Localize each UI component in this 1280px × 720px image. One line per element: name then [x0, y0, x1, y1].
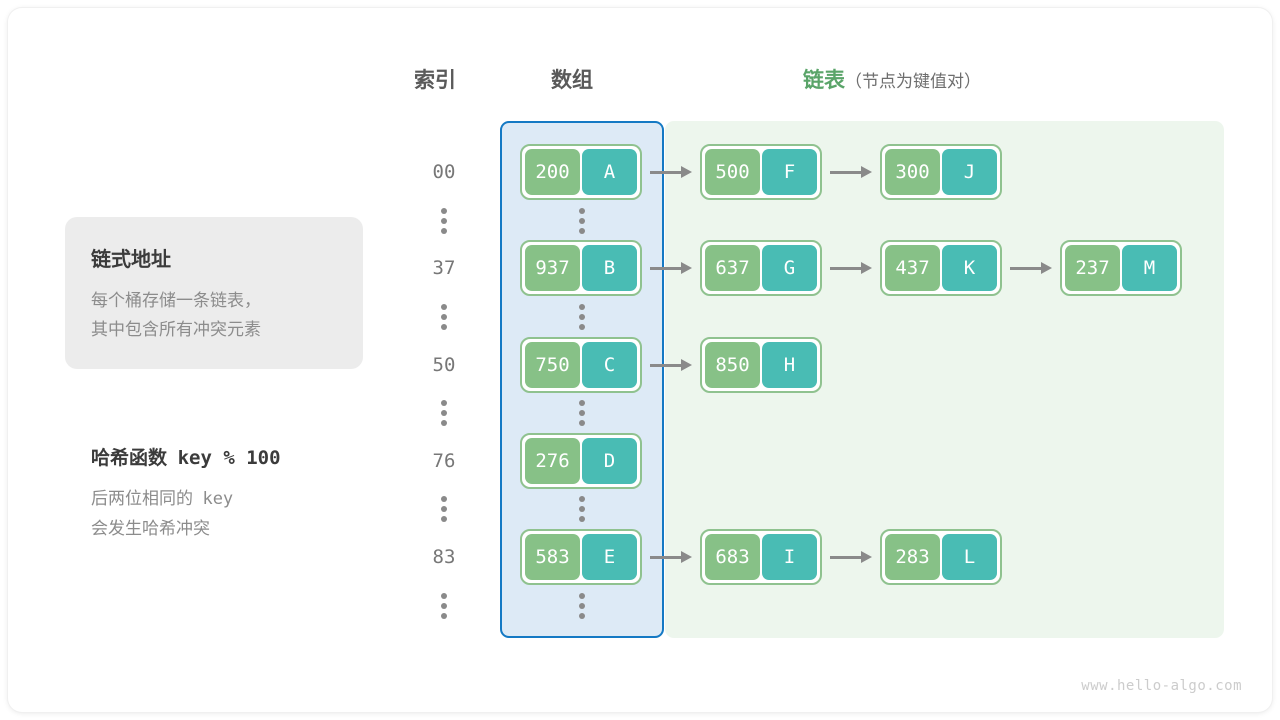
- arrow-shaft: [830, 266, 861, 270]
- node-key: 500: [705, 149, 760, 195]
- node-value: F: [762, 149, 817, 195]
- node-key: 683: [705, 534, 760, 580]
- hash-function-body: 后两位相同的 key 会发生哈希冲突: [91, 484, 421, 543]
- node-value: G: [762, 245, 817, 291]
- node-value: B: [582, 245, 637, 291]
- node-value: H: [762, 342, 817, 388]
- bucket-index-label: 83: [432, 546, 456, 568]
- array-ellipsis-icon: [579, 593, 585, 619]
- node-value: L: [942, 534, 997, 580]
- arrow-head: [1041, 262, 1052, 274]
- node-key: 437: [885, 245, 940, 291]
- node-key: 750: [525, 342, 580, 388]
- index-ellipsis-icon: [441, 496, 447, 522]
- arrow-head: [861, 262, 872, 274]
- index-ellipsis-icon: [441, 208, 447, 234]
- chain-arrow-icon: [650, 166, 692, 178]
- arrow-head: [681, 359, 692, 371]
- watermark: www.hello-algo.com: [1081, 678, 1242, 694]
- node-value: I: [762, 534, 817, 580]
- chain-arrow-icon: [830, 166, 872, 178]
- chain-arrow-icon: [650, 262, 692, 274]
- node-key: 937: [525, 245, 580, 291]
- chaining-note-box: 链式地址 每个桶存储一条链表， 其中包含所有冲突元素: [65, 217, 363, 369]
- node-key: 200: [525, 149, 580, 195]
- column-header-linkedlist-main: 链表: [803, 69, 845, 92]
- bucket-index-label: 37: [432, 257, 456, 279]
- chain-arrow-icon: [650, 551, 692, 563]
- hash-note-line-1-key: key: [202, 489, 234, 509]
- array-ellipsis-icon: [579, 496, 585, 522]
- arrow-shaft: [830, 555, 861, 559]
- array-ellipsis-icon: [579, 400, 585, 426]
- array-ellipsis-icon: [579, 208, 585, 234]
- chain-arrow-icon: [830, 262, 872, 274]
- column-header-array: 数组: [551, 69, 593, 92]
- chaining-note-body: 每个桶存储一条链表， 其中包含所有冲突元素: [91, 286, 363, 344]
- chain-arrow-icon: [1010, 262, 1052, 274]
- index-ellipsis-icon: [441, 304, 447, 330]
- arrow-head: [861, 166, 872, 178]
- hash-note-line-2: 会发生哈希冲突: [91, 519, 210, 538]
- node-value: K: [942, 245, 997, 291]
- node-key: 637: [705, 245, 760, 291]
- arrow-head: [681, 262, 692, 274]
- arrow-head: [861, 551, 872, 563]
- chain-arrow-icon: [830, 551, 872, 563]
- node-key: 276: [525, 438, 580, 484]
- arrow-shaft: [650, 266, 681, 270]
- node-value: J: [942, 149, 997, 195]
- chaining-note-line-2: 其中包含所有冲突元素: [91, 320, 261, 339]
- node-value: C: [582, 342, 637, 388]
- chain-arrow-icon: [650, 359, 692, 371]
- arrow-shaft: [650, 170, 681, 174]
- index-ellipsis-icon: [441, 400, 447, 426]
- arrow-head: [681, 166, 692, 178]
- arrow-shaft: [650, 555, 681, 559]
- arrow-shaft: [830, 170, 861, 174]
- hash-function-title: 哈希函数 key % 100: [91, 443, 421, 470]
- node-value: A: [582, 149, 637, 195]
- column-header-linkedlist: 链表（节点为键值对）: [803, 64, 981, 94]
- node-value: M: [1122, 245, 1177, 291]
- bucket-index-label: 76: [432, 450, 456, 472]
- node-key: 300: [885, 149, 940, 195]
- column-header-index: 索引: [414, 69, 456, 92]
- hash-function-note: 哈希函数 key % 100 后两位相同的 key 会发生哈希冲突: [91, 443, 421, 543]
- index-ellipsis-icon: [441, 593, 447, 619]
- chaining-note-title: 链式地址: [91, 249, 171, 271]
- hash-note-line-1-text: 后两位相同的: [91, 489, 193, 508]
- node-key: 283: [885, 534, 940, 580]
- bucket-index-label: 50: [432, 354, 456, 376]
- hash-function-expression: key % 100: [177, 447, 281, 469]
- array-ellipsis-icon: [579, 304, 585, 330]
- node-value: D: [582, 438, 637, 484]
- arrow-head: [681, 551, 692, 563]
- node-value: E: [582, 534, 637, 580]
- column-header-linkedlist-sub: （节点为键值对）: [845, 72, 981, 91]
- hash-function-label: 哈希函数: [91, 448, 168, 469]
- hash-note-line-1: 后两位相同的 key: [91, 484, 421, 514]
- node-key: 850: [705, 342, 760, 388]
- node-key: 237: [1065, 245, 1120, 291]
- chaining-note-line-1: 每个桶存储一条链表，: [91, 291, 261, 310]
- arrow-shaft: [1010, 266, 1041, 270]
- bucket-index-label: 00: [432, 161, 456, 183]
- arrow-shaft: [650, 363, 681, 367]
- node-key: 583: [525, 534, 580, 580]
